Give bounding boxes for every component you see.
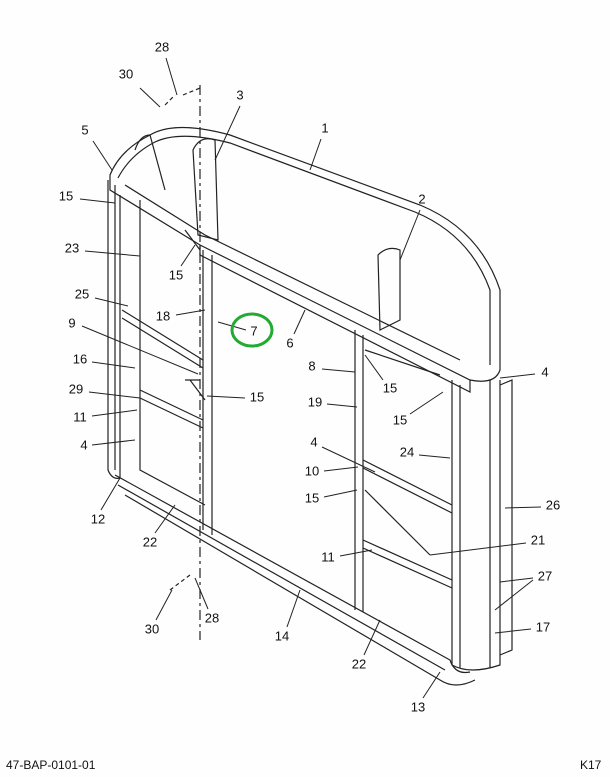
leader-line-15 — [79, 198, 116, 204]
callout-5: 5 — [81, 122, 88, 137]
leader-line-4 — [91, 439, 136, 446]
leader-line-18 — [175, 309, 206, 316]
leader-line-4 — [321, 446, 376, 473]
callout-29: 29 — [69, 381, 83, 396]
leader-line-10 — [323, 466, 359, 472]
callout-17: 17 — [536, 619, 550, 634]
callout-3: 3 — [236, 87, 243, 102]
callout-11: 11 — [321, 549, 335, 564]
callout-28: 28 — [205, 610, 219, 625]
leader-lines — [79, 57, 542, 699]
leader-line-27 — [499, 577, 534, 583]
leader-line-4 — [499, 373, 536, 379]
leader-line-19 — [326, 403, 358, 408]
leader-line-15 — [409, 391, 444, 415]
callout-25: 25 — [75, 286, 89, 301]
leader-line-24 — [418, 454, 451, 459]
leader-line-27 — [494, 579, 534, 611]
callout-4: 4 — [80, 437, 87, 452]
leader-line-12 — [100, 477, 121, 511]
callout-12: 12 — [91, 511, 105, 526]
leader-line-22 — [363, 619, 381, 656]
callout-19: 19 — [308, 394, 322, 409]
callout-27: 27 — [538, 568, 552, 583]
leader-line-30 — [139, 87, 161, 108]
leader-line-9 — [81, 325, 199, 375]
callout-22: 22 — [143, 534, 157, 549]
leader-line-23 — [84, 250, 141, 257]
leader-line-25 — [94, 297, 129, 307]
drawing-number: 47-BAP-0101-01 — [6, 758, 96, 772]
callout-24: 24 — [400, 444, 414, 459]
callout-16: 16 — [73, 351, 87, 366]
callout-4: 4 — [310, 434, 317, 449]
callout-8: 8 — [308, 358, 315, 373]
callout-15: 15 — [393, 412, 407, 427]
leader-line-3 — [214, 105, 241, 161]
callout-15: 15 — [383, 380, 397, 395]
leader-line-15 — [180, 244, 196, 267]
leader-line-11 — [339, 549, 373, 557]
leader-line-11 — [91, 409, 138, 417]
frame-linework — [107, 85, 513, 686]
leader-line-8 — [321, 368, 356, 373]
callout-13: 13 — [411, 699, 425, 714]
callout-15: 15 — [169, 267, 183, 282]
callout-21: 21 — [531, 532, 545, 547]
leader-line-22 — [154, 504, 176, 534]
leader-line-28 — [194, 577, 209, 610]
leader-line-15 — [323, 489, 358, 498]
leader-line-1 — [309, 138, 322, 171]
leader-line-6 — [293, 309, 306, 335]
leader-line-16 — [91, 361, 136, 369]
callout-4: 4 — [541, 364, 548, 379]
callout-15: 15 — [59, 188, 73, 203]
callout-1: 1 — [321, 120, 328, 135]
leader-line-5 — [92, 140, 113, 171]
leader-line-28 — [165, 57, 178, 96]
callout-22: 22 — [352, 656, 366, 671]
callout-2: 2 — [418, 191, 425, 206]
sheet-code: K17 — [580, 758, 602, 772]
callout-23: 23 — [65, 240, 79, 255]
callout-26: 26 — [546, 497, 560, 512]
leader-line-30 — [155, 589, 173, 621]
leader-line-26 — [504, 506, 542, 509]
callout-9: 9 — [68, 315, 75, 330]
callout-18: 18 — [156, 308, 170, 323]
leader-line-14 — [286, 589, 301, 628]
leader-line-29 — [88, 391, 141, 399]
callout-7: 7 — [250, 323, 257, 338]
callout-15: 15 — [305, 490, 319, 505]
leader-line-13 — [422, 671, 441, 699]
callout-30: 30 — [119, 66, 133, 81]
leader-line-21 — [429, 542, 527, 556]
callout-28: 28 — [155, 39, 169, 54]
callout-14: 14 — [275, 628, 289, 643]
callout-15: 15 — [250, 389, 264, 404]
callout-11: 11 — [73, 409, 87, 424]
callout-30: 30 — [145, 621, 159, 636]
callout-10: 10 — [305, 463, 319, 478]
leader-line-17 — [494, 628, 532, 634]
leader-line-15 — [206, 395, 246, 399]
leader-line-15 — [364, 354, 384, 381]
highlight-circle — [230, 312, 274, 348]
leader-line-2 — [399, 209, 421, 261]
callout-6: 6 — [286, 335, 293, 350]
